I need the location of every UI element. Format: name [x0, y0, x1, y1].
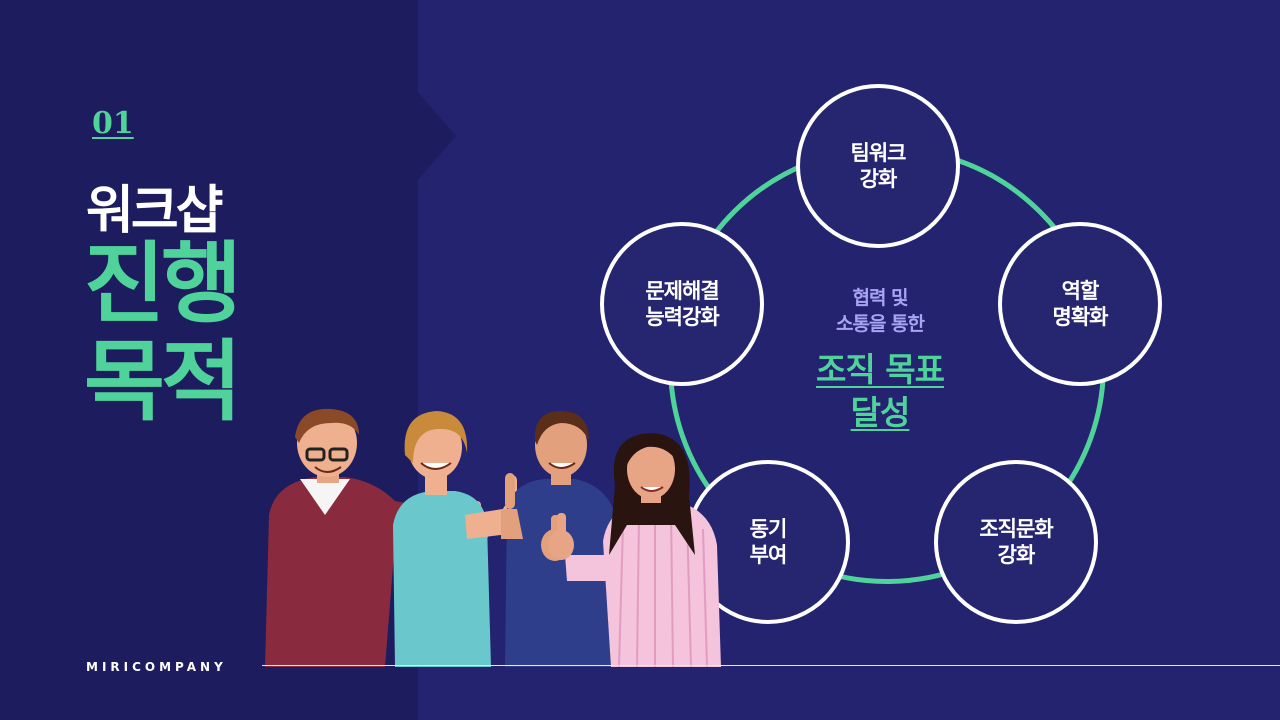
node-label: 능력강화 [645, 305, 719, 329]
center-goal: 협력 및 소통을 통한 조직 목표 달성 [778, 286, 982, 435]
section-number: 01 [92, 106, 134, 141]
node-label: 팀워크 [850, 140, 907, 165]
center-title-line2: 달성 [850, 393, 911, 433]
footer-divider [262, 665, 1280, 666]
left-panel-notch [418, 92, 456, 180]
page-title-line2: 진행 [84, 232, 242, 335]
page-title-line3: 목적 [84, 330, 242, 433]
four-people-thumbs-up-illustration [265, 408, 721, 667]
center-subtitle: 협력 및 소통을 통한 [778, 286, 982, 337]
node-label: 강화 [859, 167, 898, 191]
page-title-line1: 워크샵 [86, 181, 224, 241]
node-label: 동기 [749, 516, 788, 541]
center-subtitle-line2: 소통을 통한 [835, 312, 925, 335]
brand-name: MIRICOMPANY [86, 660, 227, 674]
node-label: 명확화 [1052, 305, 1109, 329]
node-label: 조직문화 [979, 516, 1053, 541]
node-role-clarity: 역할 명확화 [998, 222, 1162, 386]
node-teamwork: 팀워크 강화 [796, 84, 960, 248]
person-pink-woman [548, 433, 721, 667]
node-label: 부여 [749, 543, 788, 567]
center-title: 조직 목표 달성 [778, 349, 982, 435]
node-culture: 조직문화 강화 [934, 460, 1098, 624]
node-problem-solving: 문제해결 능력강화 [600, 222, 764, 386]
node-label: 문제해결 [645, 278, 719, 303]
node-label: 강화 [997, 543, 1036, 567]
node-label: 역할 [1061, 278, 1100, 303]
center-subtitle-line1: 협력 및 [852, 287, 908, 309]
center-title-line1: 조직 목표 [816, 350, 945, 390]
